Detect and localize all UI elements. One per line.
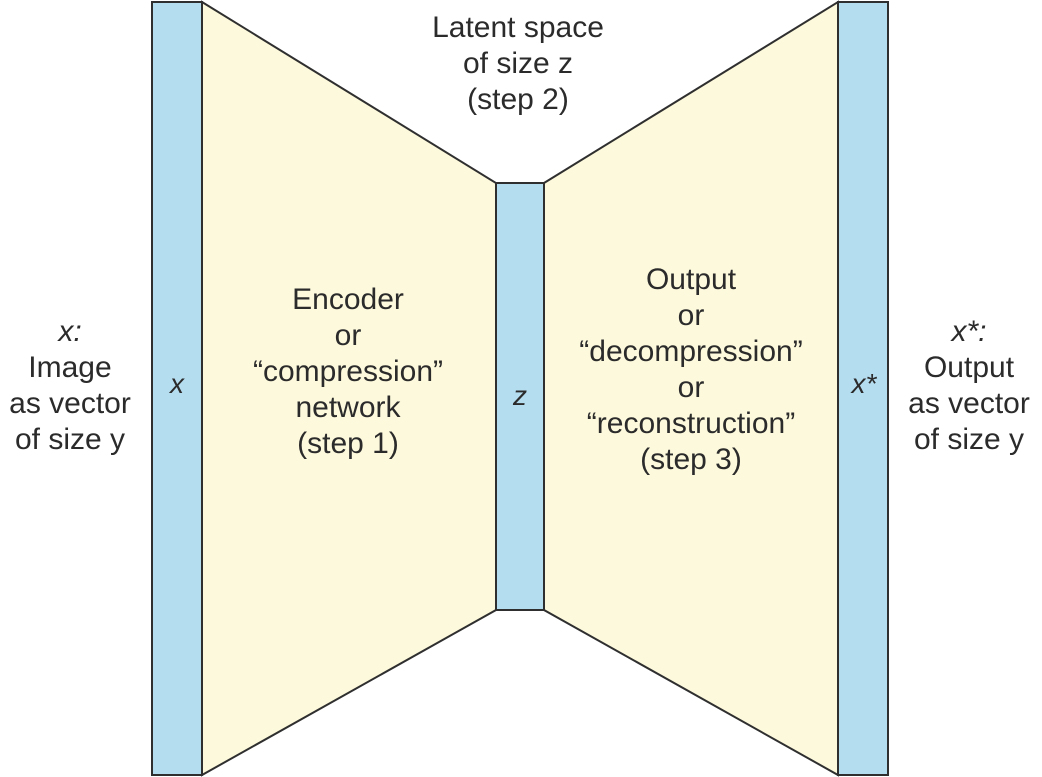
- input-vector-bar: [151, 1, 203, 776]
- encoder-description: Encoder or “compression” network (step 1…: [218, 282, 478, 462]
- encoder-line-1: Encoder: [292, 283, 404, 316]
- decoder-line-6: (step 3): [640, 443, 742, 476]
- input-line-3: of size y: [14, 423, 126, 456]
- encoder-line-3: “compression”: [252, 355, 444, 388]
- latent-line-2: of size z: [462, 47, 574, 80]
- encoder-line-4: network: [295, 391, 401, 424]
- output-line-3: of size y: [913, 423, 1025, 456]
- latent-line-1: Latent space: [432, 11, 604, 44]
- latent-bar-label: z: [513, 380, 527, 411]
- encoder-line-5: (step 1): [297, 427, 399, 460]
- input-line-2: as vector: [9, 387, 131, 420]
- input-description: x: Image as vector of size y: [0, 314, 140, 458]
- latent-line-3: (step 2): [467, 83, 569, 116]
- input-symbol: x:: [58, 315, 82, 348]
- latent-vector-bar: [495, 182, 545, 611]
- decoder-line-4: or: [677, 371, 705, 404]
- decoder-line-5: “reconstruction”: [586, 407, 796, 440]
- output-line-1: Output: [923, 351, 1015, 384]
- output-bar-label: x*: [851, 368, 877, 399]
- decoder-line-1: Output: [645, 263, 737, 296]
- output-vector-bar: [837, 1, 889, 776]
- input-line-1: Image: [28, 351, 112, 384]
- latent-description: Latent space of size z (step 2): [368, 10, 668, 118]
- input-bar-label: x: [170, 368, 184, 399]
- encoder-line-2: or: [334, 319, 362, 352]
- output-description: x*: Output as vector of size y: [896, 314, 1042, 458]
- output-line-2: as vector: [908, 387, 1030, 420]
- decoder-line-3: “decompression”: [579, 335, 803, 368]
- output-symbol: x*:: [951, 315, 987, 348]
- decoder-line-2: or: [677, 299, 705, 332]
- decoder-description: Output or “decompression” or “reconstruc…: [556, 262, 826, 478]
